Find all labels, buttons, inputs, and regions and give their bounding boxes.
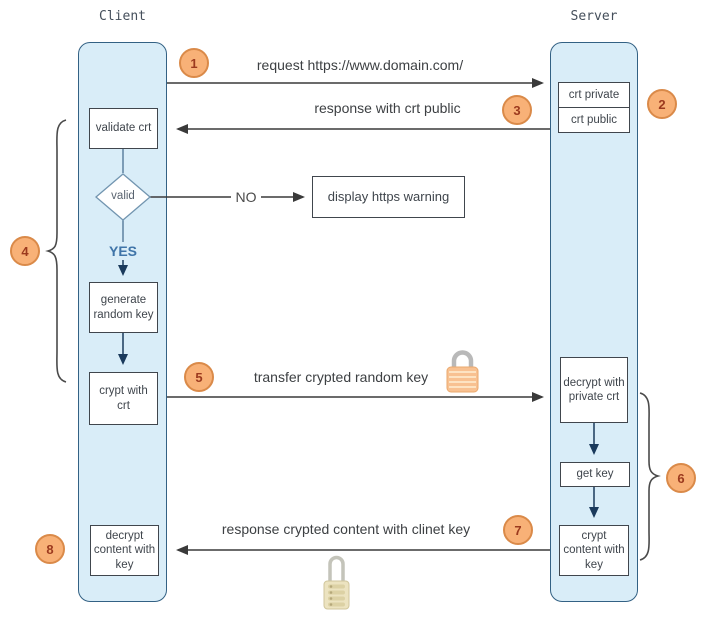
node-valid-label: valid — [111, 190, 135, 202]
step-circle-4: 4 — [10, 236, 40, 266]
step-circle-1: 1 — [179, 48, 209, 78]
node-display-https-warning: display https warning — [312, 176, 465, 218]
server-lane-title: Server — [570, 9, 618, 24]
node-get-key: get key — [560, 462, 630, 487]
node-decrypt-content-with-key: decrypt content with key — [90, 525, 159, 576]
client-steps-brace — [45, 119, 67, 383]
step-circle-3: 3 — [502, 95, 532, 125]
node-crt-public: crt public — [558, 107, 630, 133]
request-message-label: request https://www.domain.com/ — [256, 57, 464, 73]
closed-padlock-icon — [446, 350, 479, 393]
node-validate-crt: validate crt — [89, 108, 158, 149]
server-steps-brace — [639, 392, 661, 561]
combination-padlock-icon — [323, 555, 350, 610]
valid-decision-diamond — [94, 173, 152, 221]
step-circle-8: 8 — [35, 534, 65, 564]
node-crt-private: crt private — [558, 82, 630, 108]
step-circle-6: 6 — [666, 463, 696, 493]
node-crypt-content-with-key: crypt content with key — [559, 525, 629, 576]
client-lane-title: Client — [99, 9, 146, 24]
node-generate-random-key: generate random key — [89, 282, 158, 333]
no-branch-label: NO — [231, 189, 261, 205]
yes-branch-label: YES — [108, 243, 137, 259]
transfer-key-message-label: transfer crypted random key — [253, 369, 429, 385]
node-crypt-with-crt: crypt with crt — [89, 372, 158, 425]
step-circle-2: 2 — [647, 89, 677, 119]
response-crt-message-label: response with crt public — [314, 100, 461, 116]
step-circle-7: 7 — [503, 515, 533, 545]
response-content-message-label: response crypted content with clinet key — [221, 521, 471, 537]
node-decrypt-with-private-crt: decrypt with private crt — [560, 357, 628, 423]
step-circle-5: 5 — [184, 362, 214, 392]
